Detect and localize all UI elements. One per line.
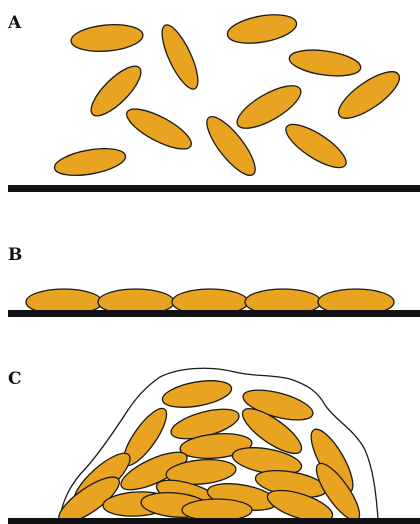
cell	[288, 46, 363, 80]
cell	[182, 499, 252, 521]
cell	[70, 22, 144, 54]
substrate-surface	[8, 518, 420, 524]
panel-a-label: A	[7, 13, 22, 33]
panel-a: A	[7, 10, 420, 192]
substrate-surface	[8, 310, 420, 317]
cell	[280, 117, 352, 175]
cell	[52, 144, 127, 180]
panel-c: C	[8, 368, 420, 524]
panel-b-label: B	[8, 245, 22, 265]
cell	[160, 376, 233, 412]
substrate-surface	[8, 185, 420, 192]
panel-a-cells	[52, 10, 405, 182]
panel-b: B	[8, 245, 420, 317]
cell	[122, 102, 197, 157]
panel-c-label: C	[8, 369, 22, 389]
cell	[155, 21, 205, 94]
cell	[225, 10, 298, 48]
